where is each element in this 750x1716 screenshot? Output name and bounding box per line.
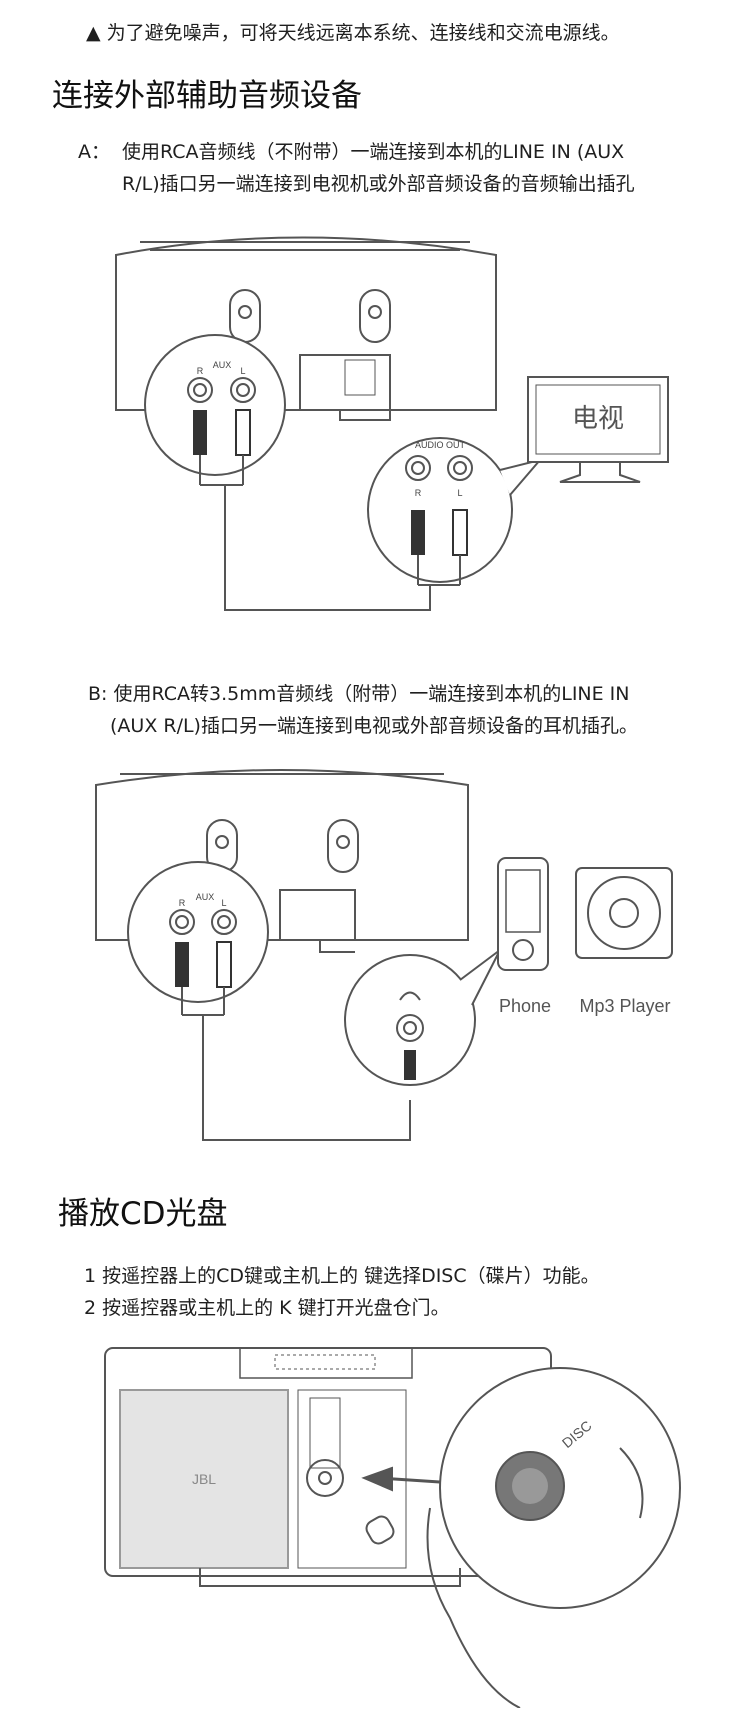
35mm-cable xyxy=(182,1014,411,1141)
step-a-prefix: A： xyxy=(78,141,110,163)
rca-plug-r xyxy=(193,410,207,455)
rca-plug-l xyxy=(235,409,251,456)
rca-plug-out-l xyxy=(452,509,468,556)
aux-magnifier-b xyxy=(127,861,269,1003)
phone-label: Phone xyxy=(499,996,551,1016)
figure-aux-rca-connection: AUX R L AUDIO OUT R L 电视 xyxy=(115,236,669,611)
section-heading-cd: 播放CD光盘 xyxy=(58,1196,228,1232)
rca-plug-out-r xyxy=(411,510,425,555)
tv-label: 电视 xyxy=(572,403,624,433)
cd-spindle xyxy=(306,1459,344,1497)
figure-aux-35mm-connection: AUX R L Phone Mp3 Player xyxy=(95,769,673,1141)
step-b-line1: B: 使用RCA转3.5mm音频线（附带）一端连接到本机的LINE IN xyxy=(88,683,630,705)
phone-device xyxy=(497,857,549,971)
cd-step-2: 2 按遥控器或主机上的 K 键打开光盘仓门。 xyxy=(84,1297,450,1319)
fig-a-out-group: AUDIO OUT xyxy=(415,440,466,450)
mp3-label: Mp3 Player xyxy=(579,996,670,1016)
cd-step-1: 1 按遥控器上的CD键或主机上的 键选择DISC（碟片）功能。 xyxy=(84,1265,600,1287)
tv-outline xyxy=(527,376,669,463)
section-heading-aux: 连接外部辅助音频设备 xyxy=(52,78,362,114)
fig-a-jack-l: L xyxy=(240,366,245,376)
brand-logo: JBL xyxy=(192,1471,216,1487)
fig-b-jack-r: R xyxy=(179,898,186,908)
step-a-line2: R/L)插口另一端连接到电视机或外部音频设备的音频输出插孔 xyxy=(122,173,635,195)
audio-out-magnifier xyxy=(367,437,513,583)
fig-a-out-r: R xyxy=(415,488,422,498)
fig-a-out-l: L xyxy=(457,488,462,498)
fig-a-jack-r: R xyxy=(197,366,204,376)
aux-magnifier xyxy=(144,334,286,476)
mp3-device xyxy=(575,867,673,959)
step-b-line2: (AUX R/L)插口另一端连接到电视或外部音频设备的耳机插孔。 xyxy=(110,715,638,737)
noise-note: ▲ 为了避免噪声，可将天线远离本系统、连接线和交流电源线。 xyxy=(86,22,620,44)
rca-cable xyxy=(200,484,431,611)
35mm-plug xyxy=(404,1050,416,1080)
step-a-line1: 使用RCA音频线（不附带）一端连接到本机的LINE IN (AUX xyxy=(122,141,625,163)
fig-b-jack-group: AUX xyxy=(196,892,215,902)
fig-b-jack-l: L xyxy=(221,898,226,908)
cd-door-panel xyxy=(119,1389,289,1569)
fig-a-jack-group: AUX xyxy=(213,360,232,370)
headphone-magnifier xyxy=(344,954,476,1086)
figure-cd-loading: JBL DISC xyxy=(104,1347,681,1708)
